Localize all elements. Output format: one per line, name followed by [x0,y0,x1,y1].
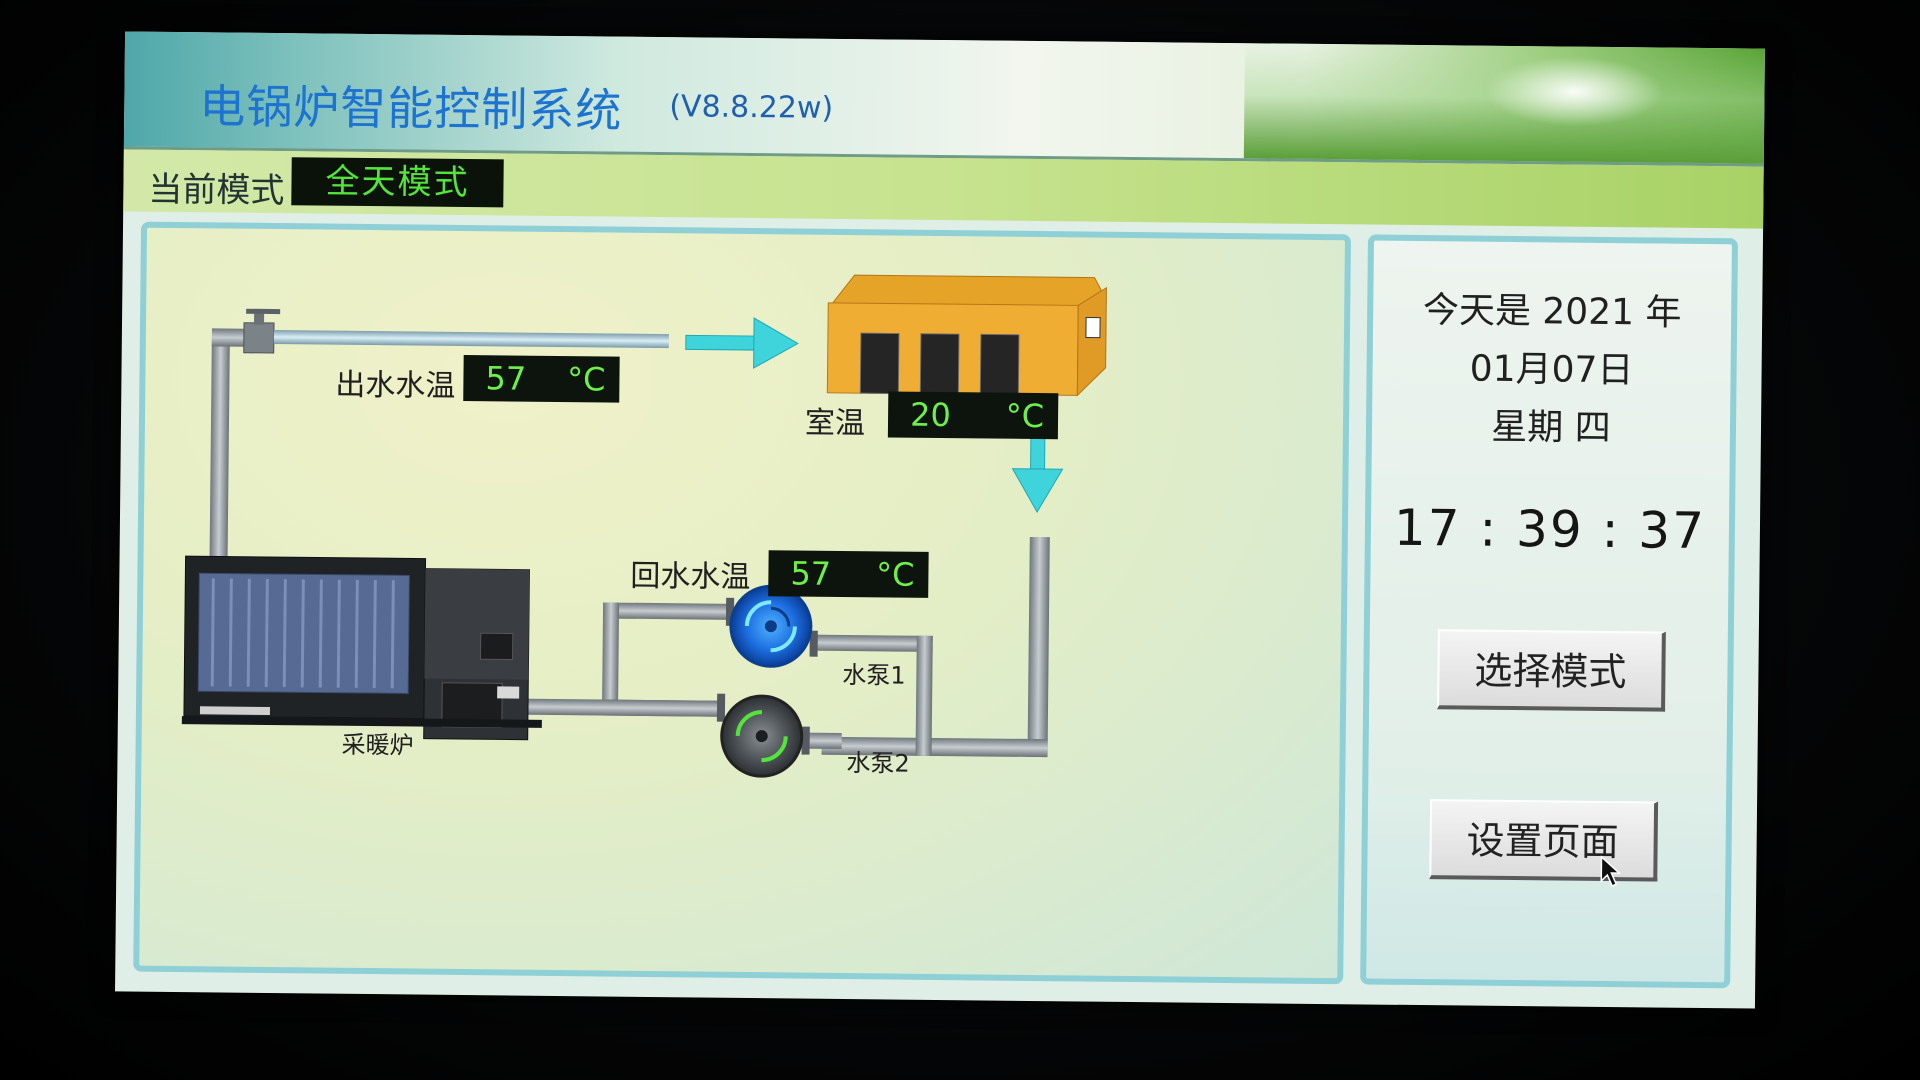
building-icon [826,274,1108,397]
app-title: 电锅炉智能控制系统 [199,79,623,138]
pump1-icon [729,584,813,668]
mouse-cursor-icon [1600,855,1622,888]
return-temp-unit: °C [875,555,915,594]
date-month-day: 01月07日 [1469,348,1634,392]
date-time-panel: 今天是 2021 年 01月07日 星期 四 17 : 39 : 37 选择模式… [1360,234,1738,989]
date-weekday: 星期 四 [1491,406,1611,450]
pump2-outlet-pipe [801,732,842,749]
return-temp-value: 57 [790,554,832,593]
room-temp-value: 20 [909,395,952,435]
pump-bypass-right-pipe [915,635,933,756]
settings-page-button[interactable]: 设置页面 [1429,799,1659,882]
room-temp-unit: °C [1005,396,1045,436]
return-riser-pipe [1027,536,1050,758]
outlet-temp-readout: 57 °C [463,355,620,403]
header-banner: 电锅炉智能控制系统 (V8.8.22w) [123,31,1765,167]
outlet-temp-label: 出水水温 [335,367,456,404]
process-diagram [181,274,1108,778]
pump1-outlet-pipe [812,634,933,652]
flow-arrow-right-icon [685,317,799,369]
date-year: 今天是 2021 年 [1422,290,1682,334]
room-temp-readout: 20 °C [887,391,1059,440]
select-mode-button[interactable]: 选择模式 [1437,629,1666,712]
outlet-riser-pipe [209,336,230,567]
return-temp-label: 回水水温 [630,558,751,596]
boiler-icon [181,555,542,741]
pump2-label: 水泵2 [846,749,910,778]
process-diagram-panel: 出水水温 57 °C 室温 20 °C 回水水温 57 °C 水泵1 水泵2 采… [133,221,1352,985]
return-bottom-pipe [821,736,1048,758]
outlet-valve-icon [243,308,281,354]
outlet-temp-value: 57 [485,359,527,398]
current-mode-label: 当前模式 [148,169,285,212]
boiler-label: 采暖炉 [341,730,414,760]
pump-bypass-left-pipe [601,602,620,713]
current-mode-value: 全天模式 [291,157,504,208]
pump1-label: 水泵1 [842,660,906,690]
room-temp-label: 室温 [804,405,866,442]
return-temp-readout: 57 °C [768,550,929,598]
pump1-inlet-pipe [602,602,732,620]
pump2-icon [720,694,804,778]
clock-time: 17 : 39 : 37 [1393,498,1707,561]
outlet-horizontal-pipe [273,330,669,349]
hmi-screen: 电锅炉智能控制系统 (V8.8.22w) 当前模式 全天模式 [115,31,1765,1009]
outlet-temp-unit: °C [566,360,606,399]
app-version: (V8.8.22w) [669,89,834,126]
pump2-inlet-pipe [601,699,723,717]
